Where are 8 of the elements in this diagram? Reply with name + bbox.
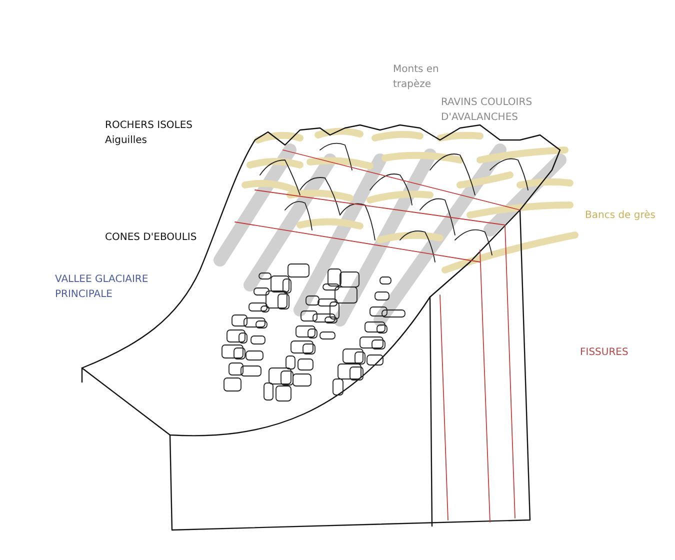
rock-sublabel: Aiguilles xyxy=(105,134,148,148)
mountain-label: Monts en trapèze xyxy=(393,63,440,92)
fissure-label: FISSURES xyxy=(580,346,630,360)
valley-label: VALLEE GLACIAIRE PRINCIPALE xyxy=(55,273,150,302)
sandstone-label: Bancs de grès xyxy=(585,209,656,223)
rock-label: ROCHERS ISOLES xyxy=(105,119,194,133)
scree-label: CONES D'EBOULIS xyxy=(105,231,198,245)
ravine-label: RAVINS COULOIRS D'AVALANCHES xyxy=(441,96,534,125)
